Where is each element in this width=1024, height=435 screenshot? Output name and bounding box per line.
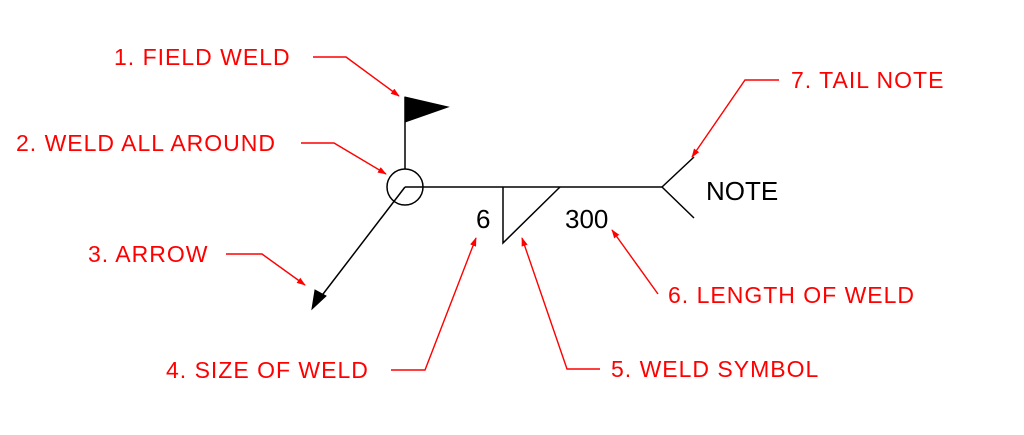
tail-note-text: NOTE (706, 176, 778, 206)
tail-lower (661, 186, 695, 219)
leader-weld-all-around (301, 142, 387, 175)
arrow-line (319, 186, 406, 299)
weld-symbol (311, 96, 695, 311)
leader-field-weld (313, 56, 400, 97)
weld-size-value: 6 (476, 204, 490, 234)
callout-size-of-weld: 4. SIZE OF WELD (166, 357, 369, 383)
leader-length-of-weld (611, 229, 659, 295)
callout-weld-all-around: 2. WELD ALL AROUND (16, 130, 276, 156)
leader-tail-note (691, 79, 779, 158)
callout-tail-note: 7. TAIL NOTE (791, 67, 944, 93)
callout-field-weld: 1. FIELD WELD (114, 44, 291, 70)
arrowhead (311, 289, 327, 311)
callout-arrow: 3. ARROW (88, 241, 208, 267)
field-weld-flag (404, 96, 450, 123)
fillet-weld-triangle (502, 186, 561, 245)
tail-upper (661, 156, 695, 188)
leader-arrow (226, 253, 306, 286)
callout-length-of-weld: 6. LENGTH OF WELD (668, 282, 915, 308)
callout-weld-symbol: 5. WELD SYMBOL (611, 356, 819, 382)
leader-size-of-weld (391, 237, 477, 371)
callout-leaders (226, 56, 779, 371)
weld-length-value: 300 (565, 204, 608, 234)
leader-weld-symbol (521, 237, 600, 370)
